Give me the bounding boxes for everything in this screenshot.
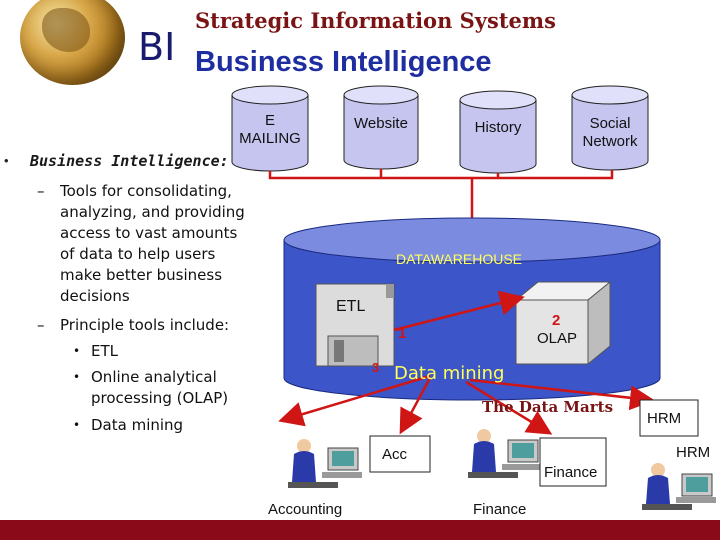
source-connectors <box>268 169 614 225</box>
data-mining-label: Data mining <box>394 363 505 384</box>
acc-box <box>369 435 431 473</box>
data-mining-step-number: 3 <box>372 360 380 375</box>
source-emailing-cylinder <box>231 85 309 172</box>
globe-logo-icon <box>20 0 125 85</box>
sub-bullet-2: Principle tools include: <box>60 316 230 334</box>
item-olap: Online analytical processing (OLAP) <box>91 368 229 407</box>
hrm-label: HRM <box>676 444 711 461</box>
bi-logo-text: BI <box>138 25 176 69</box>
finance-box-label: Finance <box>544 464 598 481</box>
hrm-box <box>639 399 699 437</box>
accounting-label: Accounting <box>268 501 343 518</box>
data-marts-label: The Data Marts <box>482 398 614 416</box>
source-social-cylinder <box>571 85 649 171</box>
sub-bullet-dash-2: – <box>37 316 45 334</box>
slide-supertitle: Strategic Information Systems <box>195 8 556 33</box>
finance-label: Finance <box>473 501 527 518</box>
source-website-label: Website <box>354 115 408 132</box>
item-etl: ETL <box>91 342 118 360</box>
bullet-title: Business Intelligence: <box>30 152 229 170</box>
olap-label: OLAP <box>537 330 578 347</box>
source-history-label: History <box>474 119 522 136</box>
acc-box-label: Acc <box>382 446 408 463</box>
etl-olap-step-number: 1 <box>398 325 407 342</box>
item-bullet-3: • <box>73 418 81 432</box>
finance-box <box>539 437 607 487</box>
user-arrows <box>278 374 655 435</box>
etl-floppy-icon <box>315 283 395 367</box>
slide-title: Business Intelligence <box>195 46 492 78</box>
item-data-mining: Data mining <box>91 416 184 434</box>
workstation-finance-icon <box>468 429 542 478</box>
bottom-bar <box>0 520 720 540</box>
olap-number: 2 <box>552 312 561 329</box>
source-website-cylinder <box>343 85 419 170</box>
bullet-marker: • <box>4 153 9 168</box>
item-bullet-1: • <box>73 344 81 358</box>
olap-cube-icon <box>514 280 612 366</box>
workstation-hrm-icon <box>642 463 716 510</box>
etl-to-olap-arrow <box>393 290 525 332</box>
etl-label: ETL <box>336 298 366 315</box>
sub-bullet-1: Tools for consolidating, analyzing, and … <box>60 182 245 305</box>
hrm-box-label: HRM <box>647 410 682 427</box>
item-bullet-2: • <box>73 370 81 384</box>
source-history-cylinder <box>459 90 537 174</box>
workstation-accounting-icon <box>288 439 362 488</box>
sub-bullet-dash-1: – <box>37 182 45 200</box>
datawarehouse-label: DATAWAREHOUSE <box>396 251 523 267</box>
